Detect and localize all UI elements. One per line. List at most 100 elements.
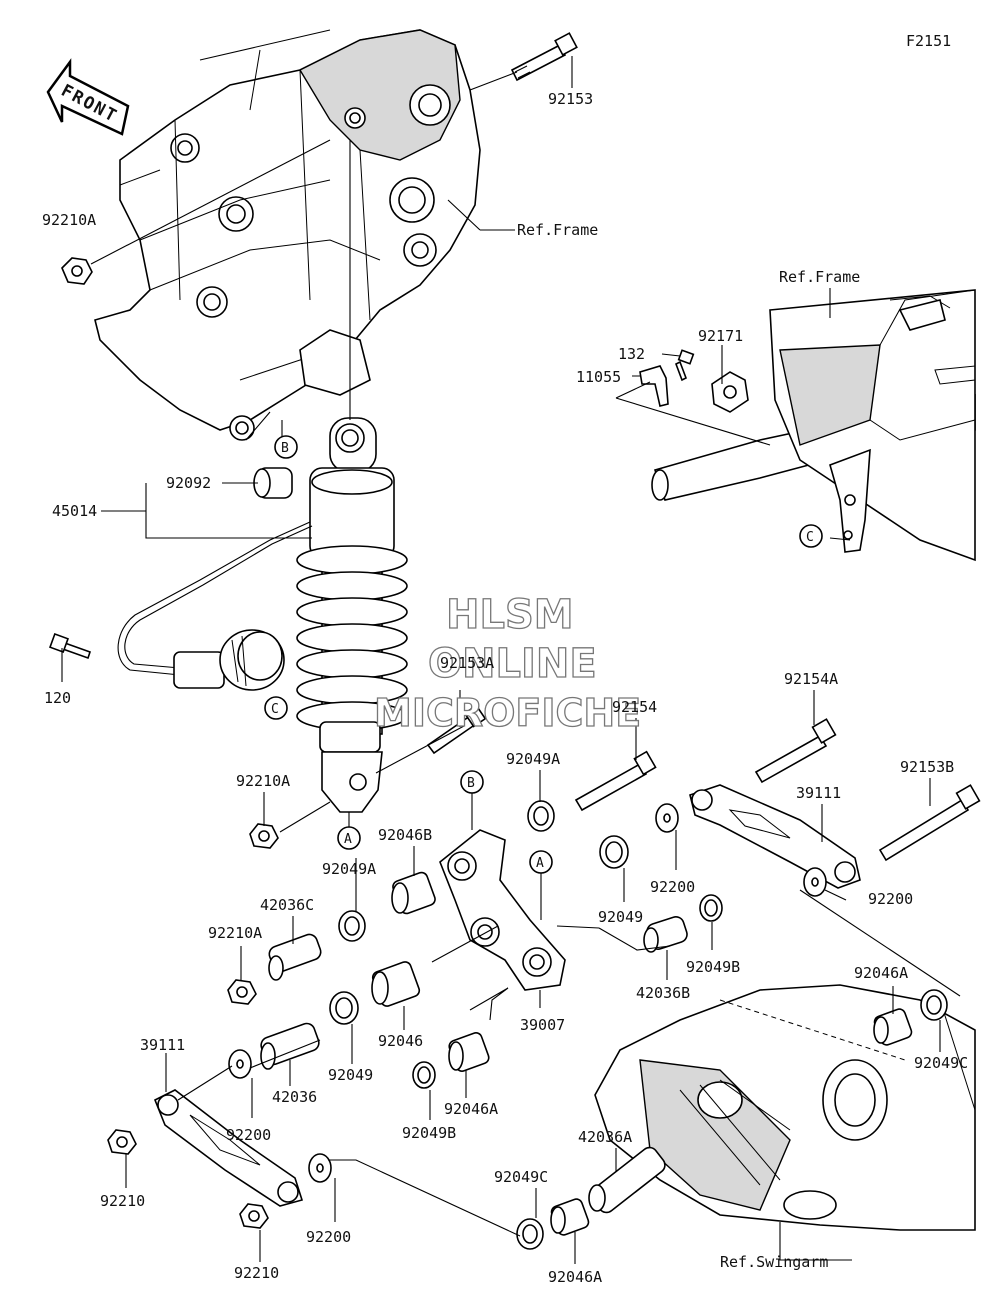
bearing-92046a-mid-icon: [448, 1032, 490, 1072]
nut-92210a-top-icon: [61, 257, 93, 285]
part-label-92210a-low: 92210A: [208, 924, 262, 942]
part-label-92210a-top: 92210A: [42, 211, 96, 229]
seal-92049a-lower-icon: [338, 910, 366, 942]
bolt-92153-icon: [510, 32, 578, 82]
marker-c-adjuster-label: C: [271, 702, 279, 717]
collar-42036-icon: [260, 1022, 320, 1070]
frame-illustration: [94, 29, 481, 441]
seal-92049c-low-icon: [516, 1218, 544, 1250]
part-label-92046b: 92046B: [378, 826, 432, 844]
part-label-92200-d: 92200: [306, 1228, 351, 1246]
swingarm-illustration: [594, 984, 976, 1231]
part-label-11055: 11055: [576, 368, 621, 386]
part-label-92200-c: 92200: [226, 1126, 271, 1144]
marker-b-rocker: B: [460, 770, 484, 794]
collar-42036b-icon: [643, 916, 688, 953]
nut-92210a-low-icon: [227, 979, 257, 1005]
bearing-92046b-icon: [391, 871, 436, 915]
marker-a-rocker: A: [529, 850, 553, 874]
part-label-92153: 92153: [548, 90, 593, 108]
bolt-92153b-icon: [878, 784, 981, 862]
tie-rod-39111-right-icon: [689, 784, 861, 889]
part-label-92200-b: 92200: [868, 890, 913, 908]
tie-rod-39111-left-icon: [153, 1089, 304, 1207]
collar-42036a-icon: [588, 1146, 666, 1214]
part-label-92153b: 92153B: [900, 758, 954, 776]
part-label-42036: 42036: [272, 1088, 317, 1106]
nut-92210-b-icon: [239, 1203, 269, 1229]
part-label-132: 132: [618, 345, 645, 363]
part-label-92046: 92046: [378, 1032, 423, 1050]
seal-92049c-right-icon: [920, 989, 948, 1021]
nut-92210-a-icon: [107, 1129, 137, 1155]
part-label-120: 120: [44, 689, 71, 707]
preload-adjuster-icon: [117, 521, 313, 691]
marker-a-shock-label: A: [344, 832, 352, 847]
nut-92210a-mid-icon: [249, 823, 279, 849]
part-label-92210a-mid: 92210A: [236, 772, 290, 790]
bracket-11055-icon: [639, 365, 669, 407]
bolt-92153a-icon: [426, 704, 487, 755]
collar-42036c-icon: [268, 933, 322, 981]
bolt-132-icon: [674, 349, 695, 382]
part-label-92049-left: 92049: [328, 1066, 373, 1084]
marker-c-adjuster: C: [264, 696, 288, 720]
washer-92200-a-icon: [655, 803, 679, 833]
seal-92049-left-icon: [329, 991, 359, 1025]
part-label-92154: 92154: [612, 698, 657, 716]
marker-b-rocker-label: B: [467, 776, 475, 791]
part-label-92200-a: 92200: [650, 878, 695, 896]
bearing-92046a-right-icon: [873, 1008, 913, 1046]
part-label-92046a-right: 92046A: [854, 964, 908, 982]
part-label-92046a-low: 92046A: [548, 1268, 602, 1286]
marker-b-top-label: B: [281, 441, 289, 456]
part-label-42036c: 42036C: [260, 896, 314, 914]
part-label-92153a: 92153A: [440, 654, 494, 672]
frame-detail-illustration: [651, 289, 976, 562]
marker-a-rocker-label: A: [536, 856, 544, 871]
watermark-line-1: HLSM: [446, 592, 574, 638]
watermark-line-3: MICROFICHE: [374, 691, 641, 735]
bearing-92046-icon: [371, 961, 421, 1007]
part-label-92092: 92092: [166, 474, 211, 492]
bolt-120-icon: [49, 633, 92, 660]
part-label-92049a-upper: 92049A: [506, 750, 560, 768]
collar-92092-icon: [253, 467, 293, 499]
clamp-92171-icon: [711, 371, 749, 413]
ref-swingarm-label: Ref.Swingarm: [720, 1253, 828, 1271]
watermark-line-2: ONLINE: [428, 641, 597, 687]
part-label-92049b-left: 92049B: [402, 1124, 456, 1142]
washer-92200-d-icon: [308, 1153, 332, 1183]
part-label-92049c-low: 92049C: [494, 1168, 548, 1186]
diagram-code: F2151: [906, 32, 951, 50]
seal-92049a-upper-icon: [527, 800, 555, 832]
part-label-92049a-lower: 92049A: [322, 860, 376, 878]
watermark: HLSM ONLINE MICROFICHE: [373, 591, 641, 735]
washer-92200-c-icon: [228, 1049, 252, 1079]
part-label-92049b-right: 92049B: [686, 958, 740, 976]
part-label-92049-right: 92049: [598, 908, 643, 926]
part-label-92049c-right: 92049C: [914, 1054, 968, 1072]
rocker-arm-39007-icon: [439, 829, 566, 991]
marker-c-frame-label: C: [806, 530, 814, 545]
front-arrow-icon: FRONT: [46, 58, 130, 136]
seal-92049b-right-icon: [699, 894, 723, 922]
part-label-39111-left: 39111: [140, 1036, 185, 1054]
part-label-39007: 39007: [520, 1016, 565, 1034]
part-label-92210-a: 92210: [100, 1192, 145, 1210]
part-label-42036b: 42036B: [636, 984, 690, 1002]
washer-92200-b-icon: [803, 867, 827, 897]
marker-c-frame: C: [799, 524, 823, 548]
part-label-45014: 45014: [52, 502, 97, 520]
shock-absorber-icon: [296, 417, 408, 813]
bearing-92046a-low-icon: [550, 1198, 590, 1236]
part-label-39111-right: 39111: [796, 784, 841, 802]
part-label-92154a: 92154A: [784, 670, 838, 688]
part-label-92171: 92171: [698, 327, 743, 345]
marker-b-top: B: [274, 435, 298, 459]
ref-frame-detail-label: Ref.Frame: [779, 268, 860, 286]
ref-frame-top-label: Ref.Frame: [517, 221, 598, 239]
part-label-92046a-mid: 92046A: [444, 1100, 498, 1118]
seal-92049-right-icon: [599, 835, 629, 869]
